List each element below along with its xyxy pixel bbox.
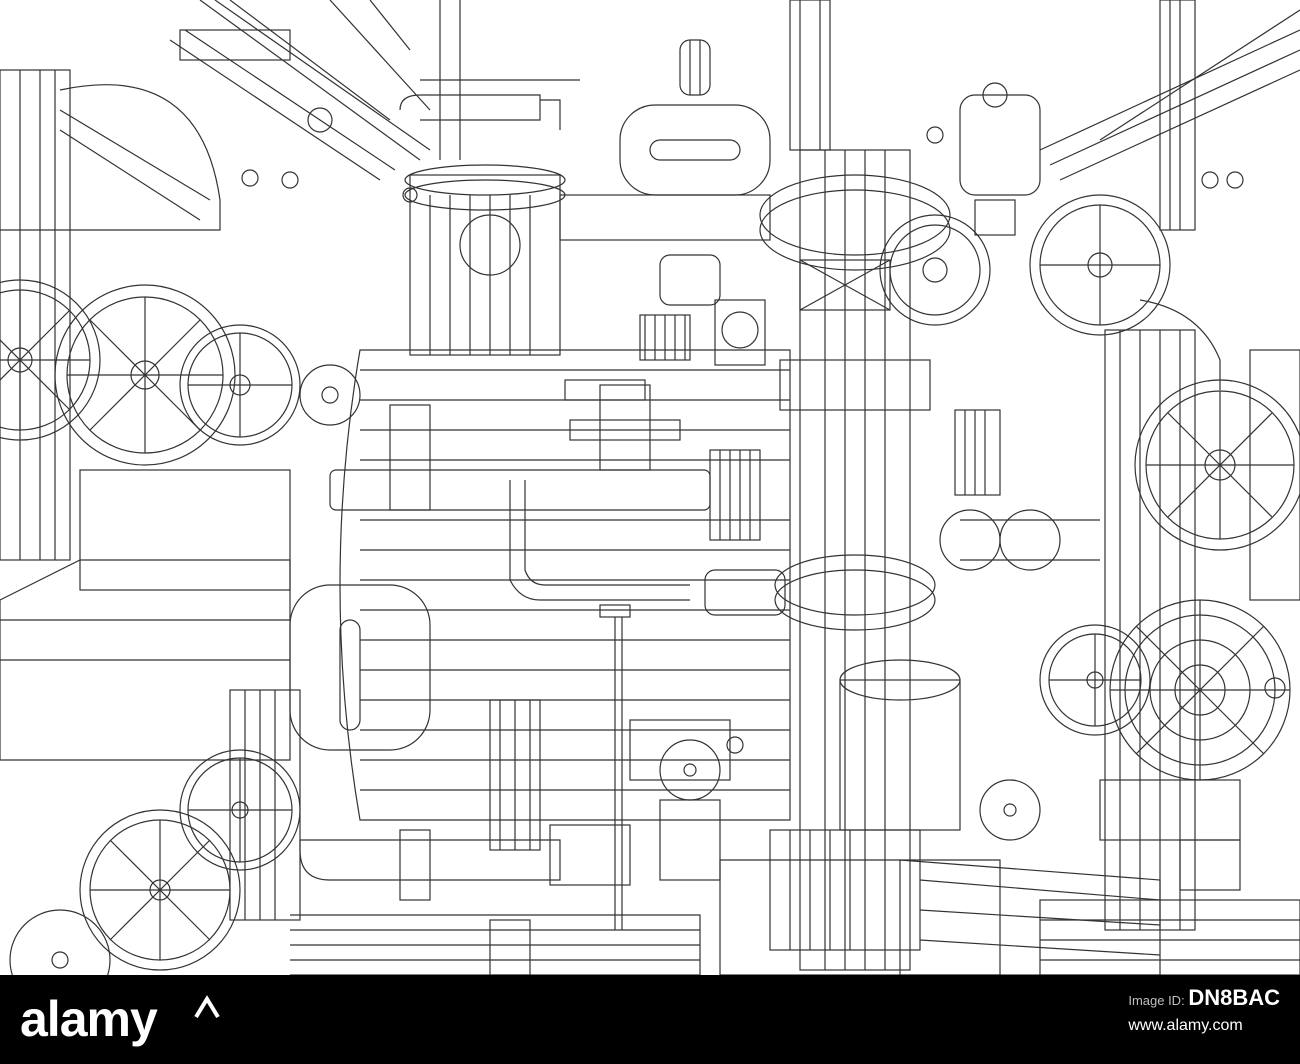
- overhead-beams: [169, 0, 1300, 181]
- left-equipment: [0, 69, 291, 761]
- image-id-value: DN8BAC: [1188, 985, 1280, 1010]
- top-vessel: [399, 39, 771, 366]
- right-handwheels: [879, 194, 1300, 781]
- right-pipes: [939, 0, 1300, 931]
- site-url: www.alamy.com: [1128, 1017, 1243, 1034]
- watermark-footer: alamy Image ID: DN8BAC www.alamy.com: [0, 975, 1300, 1064]
- bottom-left-handwheels: [9, 689, 301, 975]
- small-valves-and-gauges: [241, 82, 1286, 930]
- logo-text: alamy: [20, 991, 158, 1047]
- image-info: Image ID: DN8BAC www.alamy.com: [1128, 987, 1280, 1038]
- horizontal-tank: [289, 349, 791, 821]
- logo-mark-icon: [194, 995, 220, 1019]
- bottom-pipes: [290, 699, 1300, 975]
- industrial-piping-wireframe-illustration: [0, 0, 1300, 975]
- left-handwheels: [0, 279, 361, 466]
- image-id-line: Image ID: DN8BAC: [1128, 987, 1280, 1010]
- image-id-label: Image ID:: [1128, 993, 1185, 1008]
